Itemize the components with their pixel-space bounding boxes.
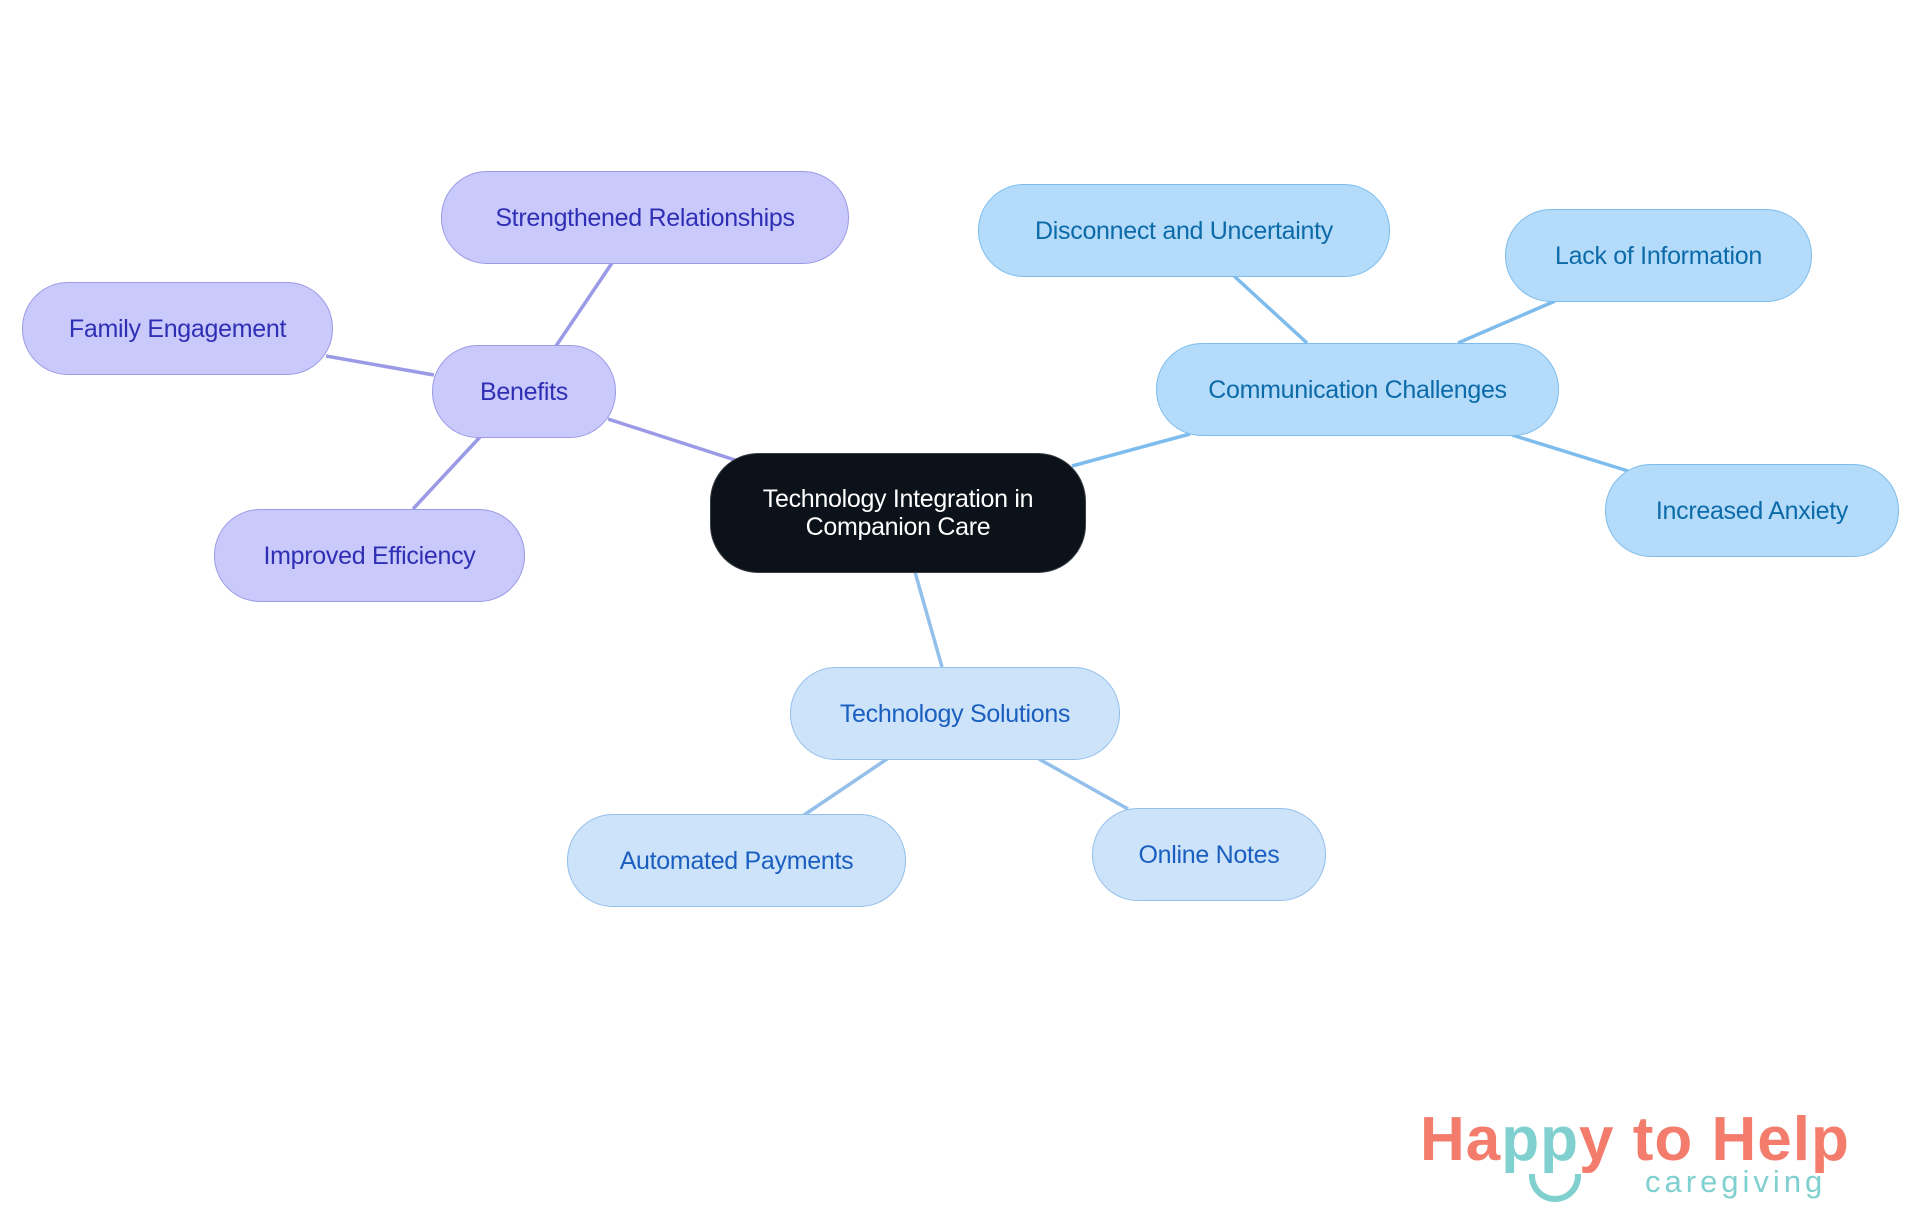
edge-techsolutions-online — [1038, 757, 1129, 811]
root-node[interactable]: Technology Integration in Companion Care — [710, 453, 1086, 573]
root-label-line2: Companion Care — [805, 513, 991, 541]
node-label: Automated Payments — [619, 846, 854, 875]
node-label: Strengthened Relationships — [495, 203, 795, 232]
node-label: Improved Efficiency — [263, 541, 476, 570]
edge-root-techsolutions — [913, 571, 944, 668]
edge-communication-anxiety — [1511, 433, 1629, 473]
node-label: Online Notes — [1138, 840, 1280, 869]
node-technology-solutions[interactable]: Technology Solutions — [790, 667, 1120, 760]
edge-techsolutions-automated — [803, 757, 888, 817]
node-label: Technology Solutions — [839, 699, 1071, 728]
edge-communication-lack — [1457, 299, 1556, 345]
node-label: Communication Challenges — [1208, 375, 1507, 404]
root-label-line1: Technology Integration in — [762, 485, 1034, 513]
node-disconnect-uncertainty[interactable]: Disconnect and Uncertainty — [978, 184, 1390, 277]
node-label: Disconnect and Uncertainty — [1035, 216, 1333, 245]
logo-wordmark: Happy to Help — [1420, 1105, 1850, 1174]
edge-root-communication — [1071, 432, 1191, 468]
edge-benefits-strengthened — [554, 262, 614, 347]
node-increased-anxiety[interactable]: Increased Anxiety — [1605, 464, 1899, 557]
edge-communication-disconnect — [1232, 274, 1309, 345]
node-automated-payments[interactable]: Automated Payments — [567, 814, 906, 907]
brand-logo: Happy to Help caregiving — [1420, 1108, 1880, 1208]
node-label: Benefits — [480, 377, 568, 406]
logo-subtitle: caregiving — [1645, 1164, 1827, 1199]
node-improved-efficiency[interactable]: Improved Efficiency — [214, 509, 525, 602]
edge-benefits-family — [325, 354, 435, 377]
edge-root-benefits — [607, 417, 736, 462]
node-online-notes[interactable]: Online Notes — [1092, 808, 1326, 901]
node-label: Increased Anxiety — [1655, 496, 1849, 525]
node-lack-of-information[interactable]: Lack of Information — [1505, 209, 1812, 302]
node-family-engagement[interactable]: Family Engagement — [22, 282, 333, 375]
smile-icon — [1529, 1174, 1581, 1202]
node-strengthened-relationships[interactable]: Strengthened Relationships — [441, 171, 849, 264]
node-label: Family Engagement — [68, 314, 287, 343]
node-label: Lack of Information — [1555, 241, 1762, 270]
node-benefits[interactable]: Benefits — [432, 345, 616, 438]
node-communication-challenges[interactable]: Communication Challenges — [1156, 343, 1559, 436]
edge-benefits-improved — [411, 435, 482, 511]
